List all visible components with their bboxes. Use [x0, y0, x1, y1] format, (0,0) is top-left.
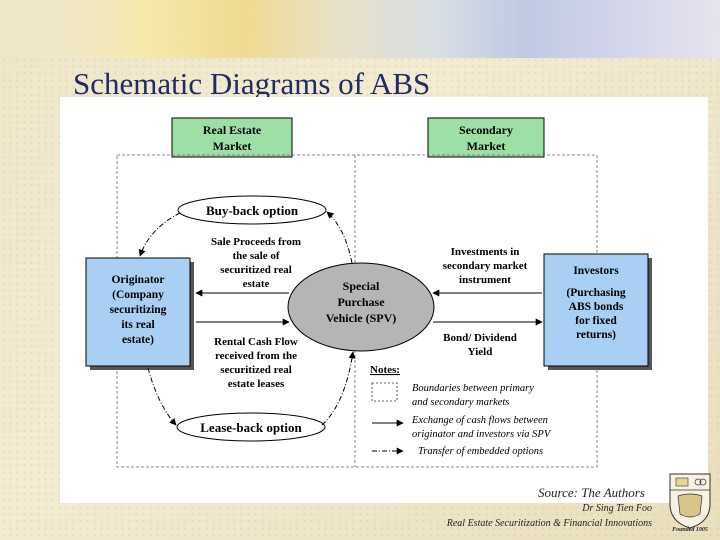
leaseback-option-ellipse [176, 412, 326, 442]
buyback-option-ellipse [177, 195, 327, 225]
secondary-market-label-2: Market [467, 139, 506, 153]
investments-label-2: secondary market [443, 260, 528, 272]
originator-label-5: estate) [122, 334, 154, 346]
leaseback-left-arrow [147, 367, 177, 426]
real-estate-market-label-1: Real Estate [203, 123, 262, 137]
rental-label-2: received from the [215, 350, 297, 362]
bond-label-1: Bond/ Dividend [443, 332, 517, 344]
originator-label-2: (Company [112, 289, 164, 301]
secondary-market-box [427, 117, 545, 158]
spv-ellipse [287, 262, 435, 352]
investors-label-6: returns) [576, 329, 616, 341]
sale-proceeds-label-3: securitized real [220, 264, 292, 276]
rental-label-4: estate leases [228, 378, 285, 390]
buyback-left-arrow [138, 212, 181, 257]
originator-label-1: Originator [111, 274, 164, 286]
legend-boundary-swatch [371, 382, 398, 402]
leaseback-right-arrow [321, 351, 356, 426]
investors-label-3: (Purchasing [566, 287, 625, 299]
sale-proceeds-label-2: the sale of [232, 250, 279, 262]
real-estate-market-box [171, 117, 293, 158]
notes-title: Notes: [370, 364, 400, 376]
legend-cashflow-text-2: originator and investors via SPV [412, 429, 552, 440]
legend-option-text: Transfer of embedded options [418, 446, 543, 457]
slide-title: Schematic Diagrams of ABS [73, 66, 431, 101]
banner-fade [0, 0, 140, 58]
source-caption: Source: The Authors [538, 485, 645, 500]
spv-label-3: Vehicle (SPV) [326, 311, 397, 325]
investors-label-5: for fixed [575, 315, 617, 327]
spv-label-2: Purchase [337, 295, 385, 309]
real-estate-market-label-2: Market [213, 139, 252, 153]
investments-label-1: Investments in [451, 246, 520, 258]
leaseback-option-label: Lease-back option [200, 420, 302, 435]
founded-caption: Founded 1905 [672, 527, 708, 533]
originator-label-4: its real [121, 319, 154, 331]
sale-proceeds-label-1: Sale Proceeds from [211, 236, 301, 248]
university-crest-icon [669, 473, 711, 529]
buyback-option-label: Buy-back option [206, 203, 299, 218]
rental-label-3: securitized real [220, 364, 292, 376]
legend-cashflow-text-1: Exchange of cash flows between [411, 415, 548, 426]
secondary-market-label-1: Secondary [459, 123, 513, 137]
originator-box [85, 257, 191, 367]
bond-label-2: Yield [468, 346, 493, 358]
author-footer: Dr Sing Tien Foo [582, 503, 652, 514]
legend-boundary-text-1: Boundaries between primary [412, 383, 534, 394]
course-footer: Real Estate Securitization & Financial I… [446, 518, 652, 529]
rental-label-1: Rental Cash Flow [214, 336, 298, 348]
legend-boundary-text-2: and secondary markets [412, 397, 509, 408]
investors-box [543, 253, 649, 367]
originator-label-3: securitizing [110, 304, 167, 316]
investments-label-3: instrument [459, 274, 511, 286]
spv-label-1: Special [343, 279, 380, 293]
buyback-right-arrow [326, 211, 353, 264]
sale-proceeds-label-4: estate [243, 278, 270, 290]
investors-label-1: Investors [573, 265, 619, 277]
investors-label-4: ABS bonds [569, 301, 624, 313]
